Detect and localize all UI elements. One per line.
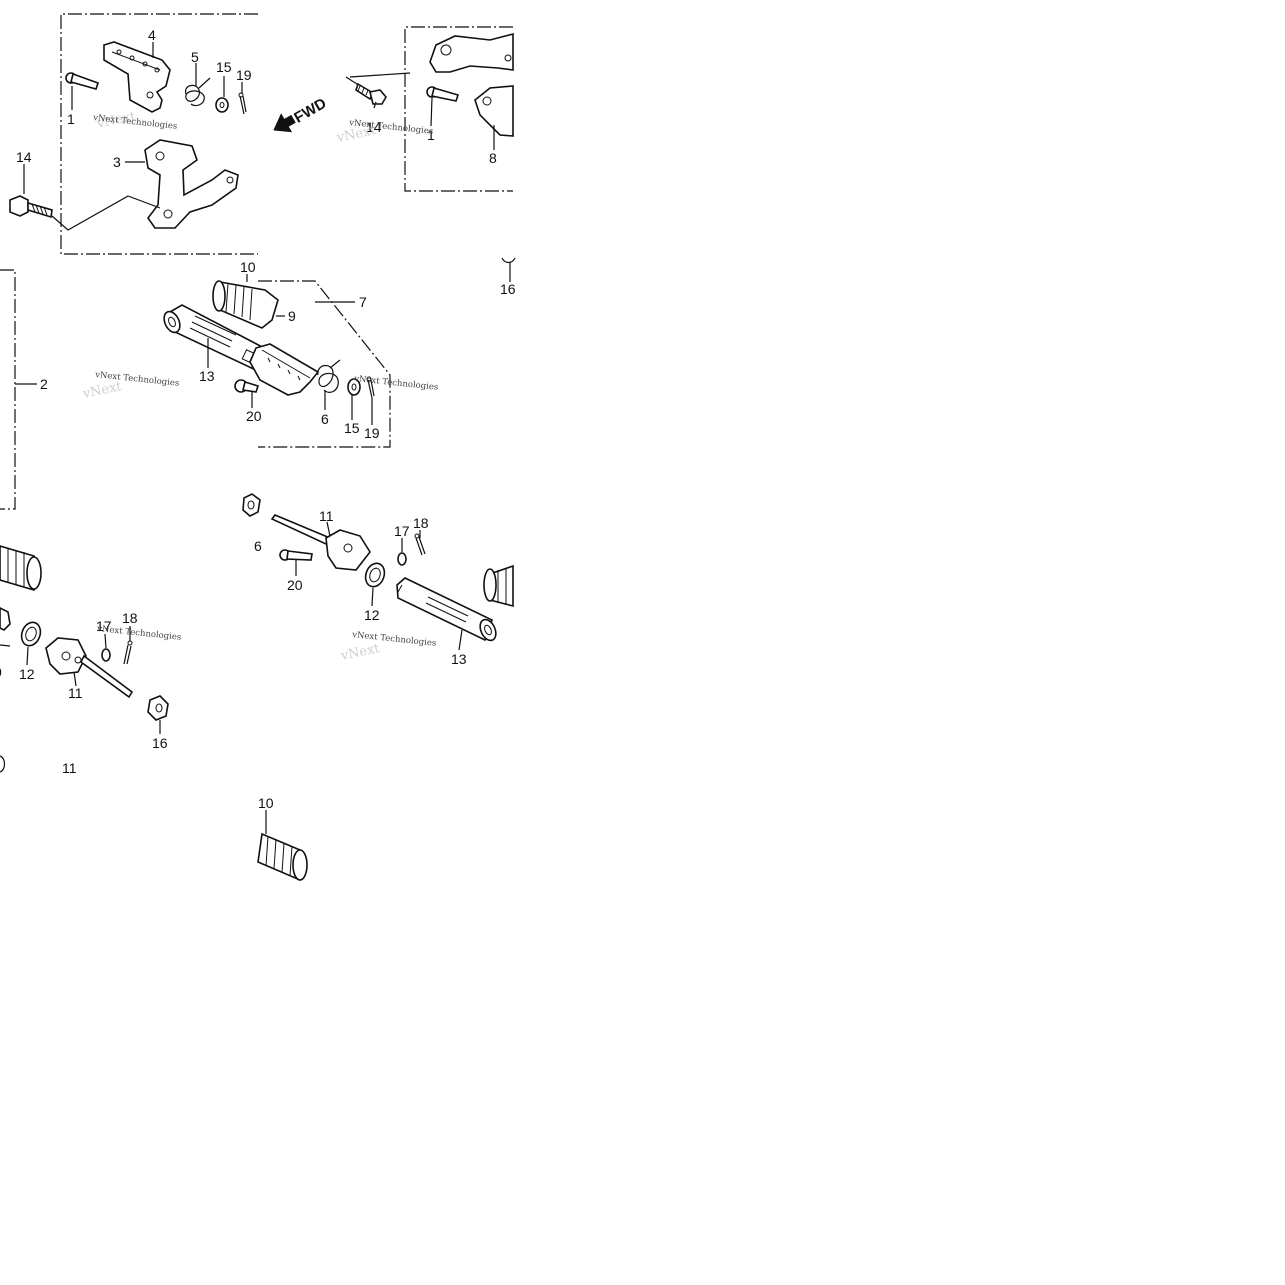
callout-11-partial: 11 <box>62 760 77 776</box>
callout-17-left: 17 <box>96 618 112 634</box>
pipe-part-13-lower <box>396 577 497 642</box>
fwd-label: FWD <box>291 95 329 127</box>
callout-13: 13 <box>199 368 215 384</box>
rubber-grip-part-10-bottom <box>257 832 308 882</box>
callout-16: 16 <box>152 735 168 751</box>
callout-15-mid: 15 <box>344 420 360 436</box>
callout-5: 5 <box>191 49 199 65</box>
rubber-grip-part-left <box>0 545 42 591</box>
callout-6: 6 <box>321 411 329 427</box>
cotter-pin-part-19 <box>238 92 247 115</box>
nut-part-16-top <box>501 257 516 264</box>
callout-7: 7 <box>359 294 367 310</box>
nut-part-partial-left <box>0 607 11 631</box>
callout-1: 1 <box>67 111 75 127</box>
washer-part-12-left <box>20 621 42 647</box>
rubber-grip-part-right <box>483 564 514 608</box>
callout-20: 20 <box>246 408 262 424</box>
bracket-part-8 <box>474 85 514 137</box>
leader-14-bracket <box>51 195 161 231</box>
pin-part-20 <box>234 379 260 393</box>
washer-part-12 <box>364 562 386 588</box>
cotter-pin-part-19-mid <box>366 376 375 399</box>
pin-part-1-right <box>426 86 460 102</box>
pin-part-partial-left <box>0 644 11 647</box>
washer-part-17 <box>397 552 407 566</box>
watermark-text: vNext Technologies <box>353 374 439 393</box>
washer-part-17-left <box>101 648 111 662</box>
frame-boxes <box>0 13 513 510</box>
callout-8: 8 <box>489 150 497 166</box>
footpeg-part-7 <box>249 343 320 396</box>
washer-part-15-mid <box>347 378 361 396</box>
nut-part-16 <box>147 695 169 721</box>
cotter-pin-part-18-left <box>123 640 133 665</box>
callout-17: 17 <box>394 523 410 539</box>
callout-13-lower: 13 <box>451 651 467 667</box>
bolt-part-14 <box>9 195 53 219</box>
bracket-part-3 <box>144 139 239 229</box>
callout-18-left: 18 <box>122 610 138 626</box>
footpeg-part-upper-right <box>429 32 514 73</box>
callout-10-partial: 0 <box>0 664 2 680</box>
callout-12-left: 12 <box>19 666 35 682</box>
callout-10-bottom: 10 <box>258 795 274 811</box>
callout-2: 2 <box>40 376 48 392</box>
callout-1-right: 1 <box>427 127 435 143</box>
callout-19: 19 <box>236 67 252 83</box>
callout-18: 18 <box>413 515 429 531</box>
callout-labels: 4 5 15 19 1 3 14 14 1 8 16 10 7 9 2 13 2… <box>0 27 516 811</box>
rubber-grip-part-10 <box>212 280 279 329</box>
fwd-arrow-icon: FWD <box>273 95 330 133</box>
callout-3: 3 <box>113 154 121 170</box>
svg-text:vNext: vNext <box>339 641 382 664</box>
callout-16-top: 16 <box>500 281 516 297</box>
washer-part-15 <box>215 97 229 113</box>
nut-part-16-mid <box>242 493 261 517</box>
nut-part-partial-bottom-left <box>0 755 6 773</box>
callout-20-lower: 20 <box>287 577 303 593</box>
pivot-shaft-part-11-left <box>45 637 134 699</box>
bolt-part-14-right <box>345 72 411 105</box>
callout-6-partial: 6 <box>254 538 262 554</box>
pin-part-1 <box>65 72 100 90</box>
pivot-shaft-part-11 <box>270 514 371 571</box>
callout-12: 12 <box>364 607 380 623</box>
pin-part-20-lower <box>279 549 313 561</box>
callout-9: 9 <box>288 308 296 324</box>
callout-4: 4 <box>148 27 156 43</box>
callout-11: 11 <box>319 508 334 524</box>
spring-part-6 <box>317 359 341 393</box>
callout-19-mid: 19 <box>364 425 380 441</box>
callout-15: 15 <box>216 59 232 75</box>
callout-11-left: 11 <box>68 685 83 701</box>
leader-lines <box>15 42 511 834</box>
callout-10: 10 <box>240 259 256 275</box>
footpeg-part-4 <box>103 41 171 113</box>
callout-14: 14 <box>16 149 32 165</box>
svg-text:vNext: vNext <box>81 379 124 402</box>
spring-part-5 <box>184 77 211 107</box>
callout-14-right: 14 <box>366 119 382 135</box>
cotter-pin-part-18 <box>414 533 426 556</box>
svg-text:vNext Technologies: vNext Technologies <box>96 624 182 643</box>
watermarks: vNext vNext Technologies vNext vNext Tec… <box>81 109 439 664</box>
